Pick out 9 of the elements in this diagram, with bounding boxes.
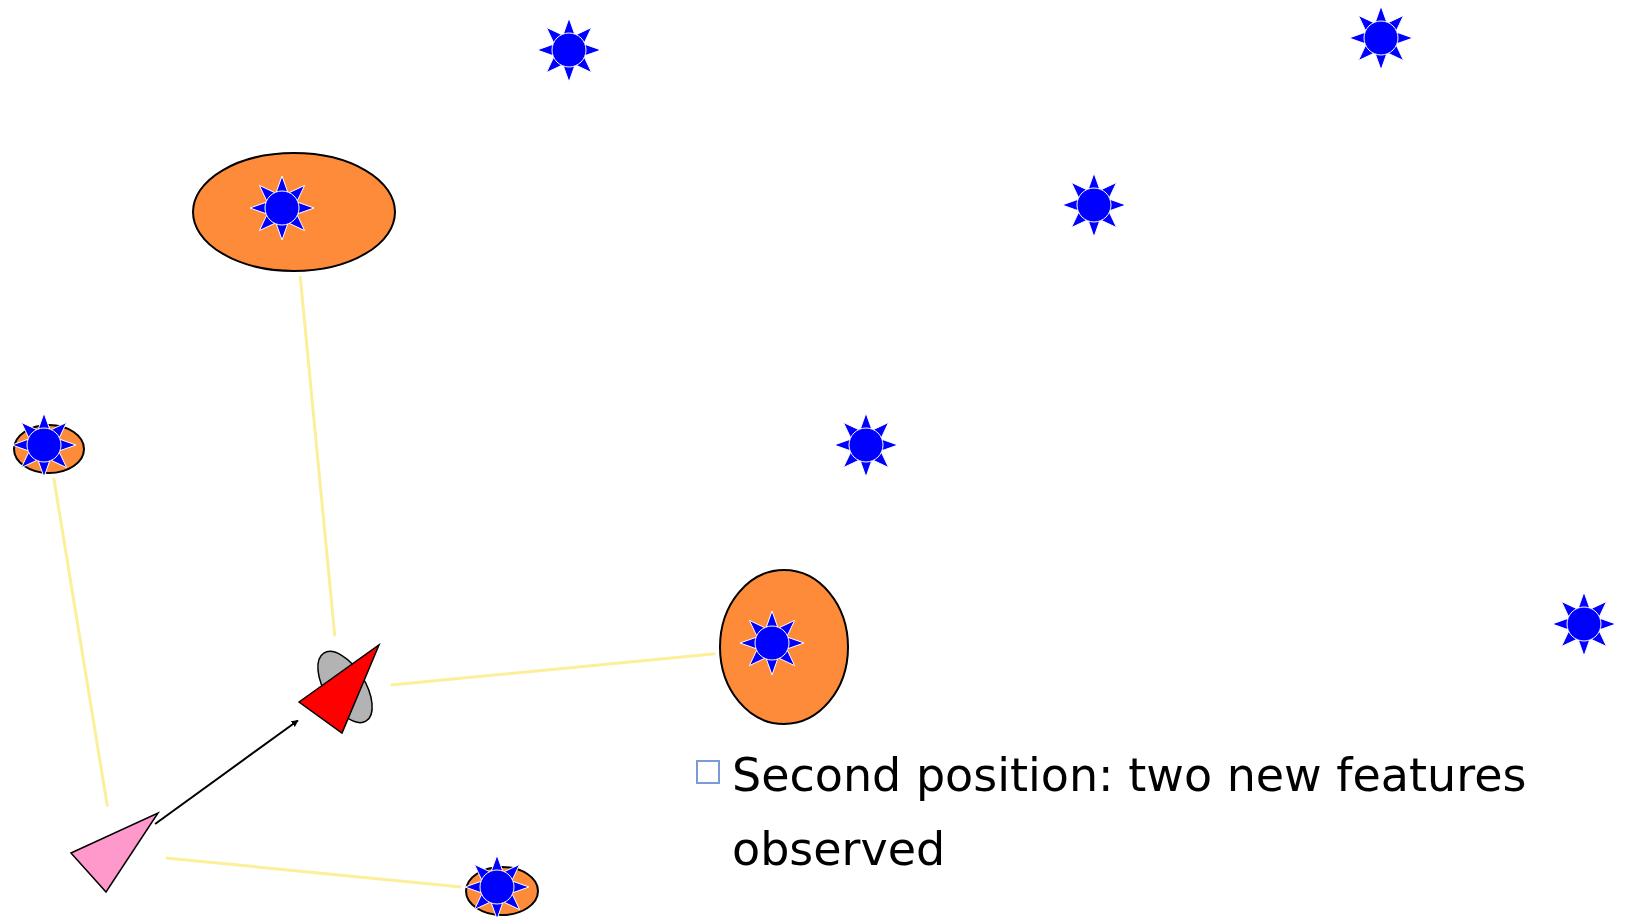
- feature-ellipse: [192, 152, 396, 272]
- observation-line: [298, 275, 337, 637]
- motion-arrow: [154, 719, 299, 825]
- bullet-text: Second position: two new features observed: [732, 747, 1528, 878]
- feature-ellipse: [719, 569, 849, 725]
- observation-line: [390, 652, 716, 687]
- first-robot-pose: [68, 810, 162, 896]
- observation-line: [165, 856, 462, 889]
- observation-line: [52, 477, 109, 807]
